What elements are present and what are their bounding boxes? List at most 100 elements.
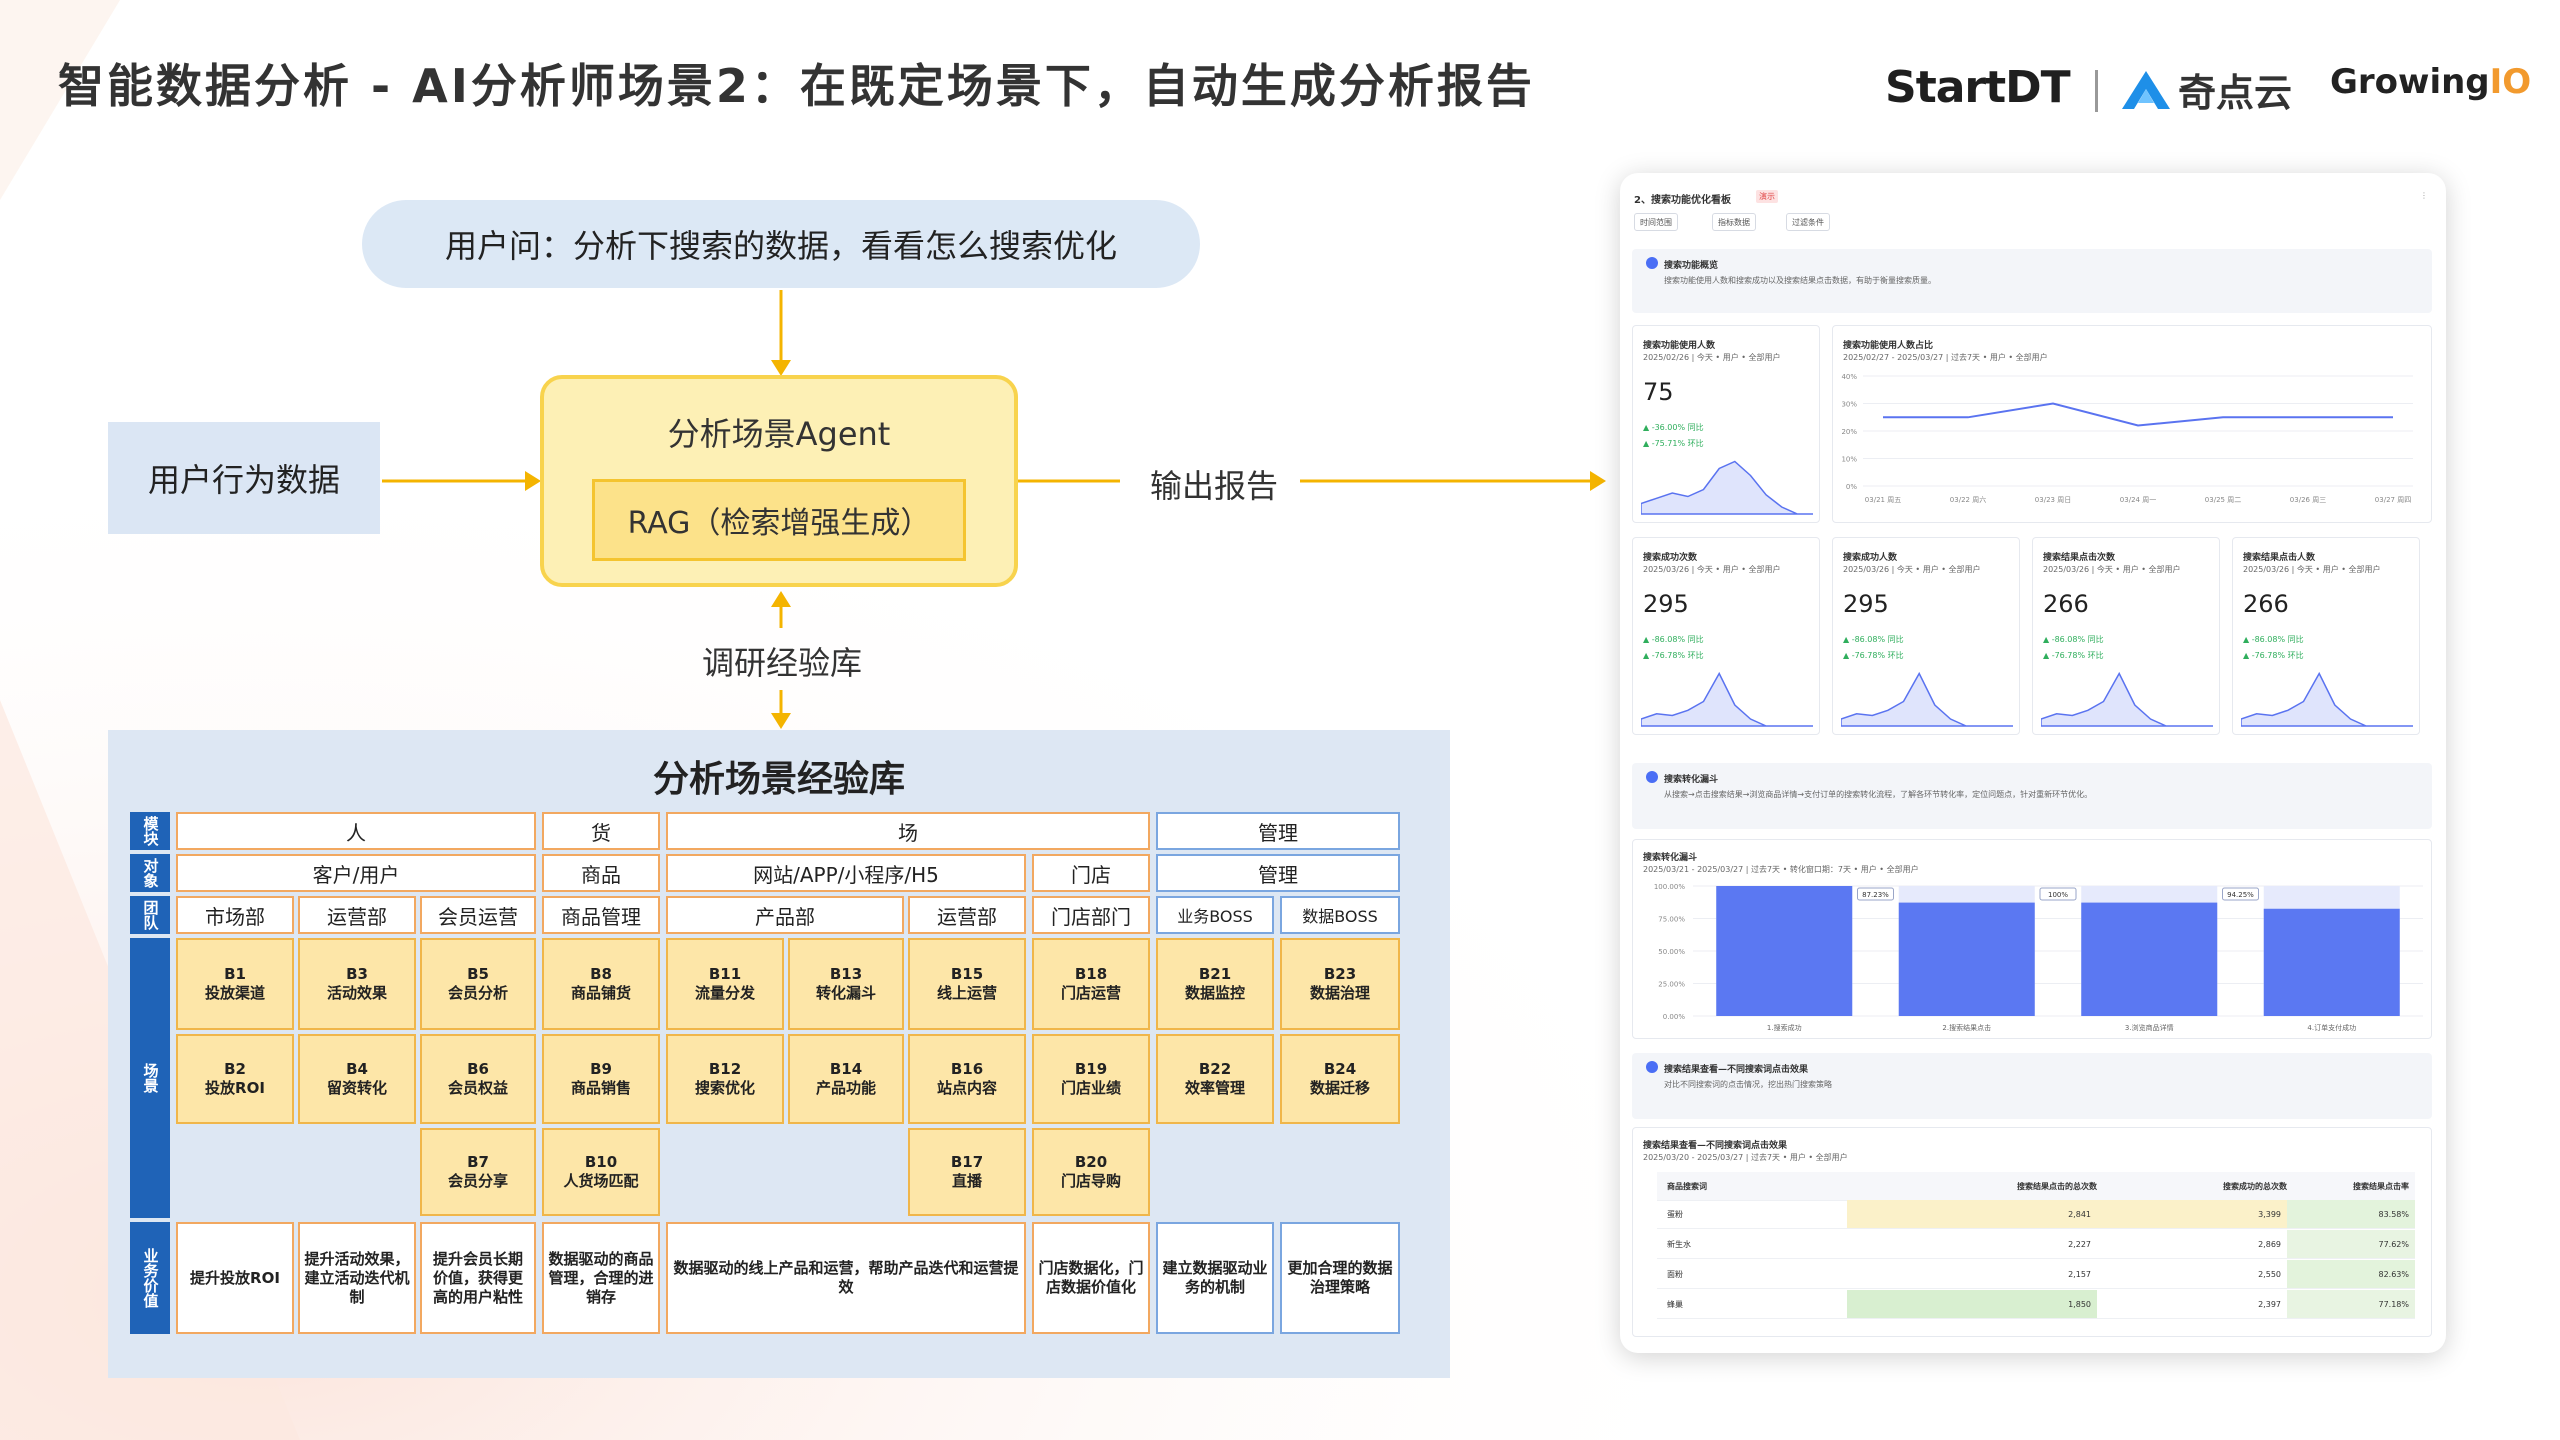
module-goods: 货 — [542, 812, 660, 850]
th-success[interactable]: 搜索成功的总次数 — [2223, 1181, 2287, 1191]
qidianyun-mark-icon — [2122, 70, 2170, 109]
rag-box: RAG（检索增强生成） — [592, 479, 966, 561]
report-dashboard: 2、搜索功能优化看板 演示 ⋮ 时间范围 指标数据 过滤条件 搜索功能概览 搜索… — [1620, 173, 2446, 1353]
object-customer: 客户/用户 — [176, 854, 536, 892]
value-data-boss: 更加合理的数据治理策略 — [1280, 1222, 1400, 1334]
team-product: 产品部 — [666, 896, 904, 934]
step-rate-box — [2039, 887, 2077, 901]
team-operations: 运营部 — [298, 896, 416, 934]
filter-time-range[interactable]: 时间范围 — [1634, 213, 1678, 231]
kpi-sparkline-area — [1641, 671, 1813, 727]
dashboard-menu-icon[interactable]: ⋮ — [2420, 191, 2428, 200]
cell-success: 3,399 — [2097, 1200, 2287, 1228]
kpi-value: 266 — [2243, 590, 2289, 618]
value-online: 数据驱动的线上产品和运营，帮助产品迭代和运营提效 — [666, 1222, 1026, 1334]
cell-success: 2,869 — [2097, 1230, 2287, 1258]
analysis-agent-box: 分析场景Agent RAG（检索增强生成） — [540, 375, 1018, 587]
x-tick-label: 1.搜索成功 — [1767, 1023, 1802, 1032]
library-title: 分析场景经验库 — [652, 759, 905, 800]
section-overview-title: 搜索功能概览 — [1664, 261, 1719, 271]
table-title: 搜索结果查看—不同搜索词点击效果 — [1643, 1141, 1788, 1151]
y-tick-label: 25.00% — [1658, 981, 1685, 989]
y-tick-label: 0% — [1846, 483, 1857, 491]
card-search-users: 搜索功能使用人数 2025/02/26 | 今天 • 用户 • 全部用户 75 … — [1632, 325, 1820, 523]
table-sub: 2025/03/20 - 2025/03/27 | 过去7天 • 用户 • 全部… — [1643, 1153, 1848, 1162]
team-operations-2: 运营部 — [908, 896, 1026, 934]
kpi-delta-yoy: ▲ -86.08% 同比 — [2243, 635, 2304, 644]
x-tick-label: 03/26 周三 — [2290, 496, 2326, 504]
team-merchandise: 商品管理 — [542, 896, 660, 934]
x-tick-label: 3.浏览商品详情 — [2125, 1023, 2174, 1032]
value-business-boss: 建立数据驱动业务的机制 — [1156, 1222, 1274, 1334]
kpi-sparkline — [1641, 671, 1813, 727]
th-ctr[interactable]: 搜索结果点击率 — [2353, 1181, 2409, 1191]
value-merchandise: 数据驱动的商品管理，合理的进销存 — [542, 1222, 660, 1334]
filter-conditions[interactable]: 过滤条件 — [1786, 213, 1830, 231]
cell-ctr: 83.58% — [2287, 1200, 2415, 1228]
kpi-sparkline-area — [1841, 671, 2013, 727]
card-search-terms-table: 搜索结果查看—不同搜索词点击效果 2025/03/20 - 2025/03/27… — [1632, 1127, 2432, 1337]
funnel-bar-chart: 100.00%75.00%50.00%25.00%0.00%1.搜索成功87.2… — [1654, 883, 2423, 1032]
cell-clicks: 2,157 — [1847, 1260, 2097, 1288]
kpi-value: 266 — [2043, 590, 2089, 618]
section-dot-icon — [1646, 257, 1658, 269]
object-product: 商品 — [542, 854, 660, 892]
scenario-library-panel: 分析场景经验库 模块 对象 团队 场景 业务价值 人 货 场 管理 客户/用户 … — [108, 730, 1450, 1378]
card-delta-yoy: ▲ -36.00% 同比 — [1643, 423, 1704, 432]
th-clicks[interactable]: 搜索结果点击的总次数 — [2017, 1181, 2097, 1191]
object-website: 网站/APP/小程序/H5 — [666, 854, 1026, 892]
x-tick-label: 4.订单支付成功 — [2307, 1023, 2356, 1032]
module-management: 管理 — [1156, 812, 1400, 850]
kpi-delta-mom: ▲ -76.78% 环比 — [2243, 651, 2304, 660]
y-tick-label: 75.00% — [1658, 916, 1685, 924]
th-term[interactable]: 商品搜索词 — [1667, 1181, 1707, 1191]
value-member: 提升会员长期价值，获得更高的用户粘性 — [420, 1222, 536, 1334]
step-rate-label: 100% — [2048, 891, 2068, 899]
page-title: 智能数据分析 - AI分析师场景2：在既定场景下，自动生成分析报告 — [58, 59, 1535, 113]
user-question-bubble: 用户问：分析下搜索的数据，看看怎么搜索优化 — [362, 200, 1200, 288]
x-tick-label: 03/25 周二 — [2205, 496, 2241, 504]
value-operations: 提升活动效果，建立活动迭代机制 — [298, 1222, 416, 1334]
x-tick-label: 03/22 周六 — [1950, 495, 1986, 504]
card-funnel: 搜索转化漏斗 2025/03/21 - 2025/03/27 | 过去7天 • … — [1632, 839, 2432, 1039]
research-library-label: 调研经验库 — [702, 644, 863, 682]
kpi-label: 搜索结果点击次数 — [2043, 553, 2116, 563]
step-rate-label: 94.25% — [2227, 891, 2254, 899]
section-funnel-title: 搜索转化漏斗 — [1664, 775, 1719, 785]
kpi-sub: 2025/03/26 | 今天 • 用户 • 全部用户 — [1643, 565, 1781, 574]
row-label-module: 模块 — [130, 812, 170, 850]
x-tick-label: 2.搜索结果点击 — [1942, 1023, 1991, 1032]
kpi-delta-yoy: ▲ -86.08% 同比 — [1843, 635, 1904, 644]
cell-term: 蛋粉 — [1667, 1209, 1683, 1219]
filter-metrics[interactable]: 指标数据 — [1712, 213, 1756, 231]
x-tick-label: 03/24 周一 — [2120, 496, 2156, 504]
agent-title: 分析场景Agent — [667, 415, 891, 453]
output-report-label: 输出报告 — [1150, 467, 1279, 505]
team-business-boss: 业务BOSS — [1156, 896, 1274, 934]
funnel-bar — [1898, 902, 2035, 1016]
y-tick-label: 50.00% — [1658, 948, 1685, 956]
cell-clicks: 1,850 — [1847, 1290, 2097, 1318]
kpi-sparkline — [2241, 671, 2413, 727]
step-rate-box — [2222, 887, 2259, 901]
section-dot-icon — [1646, 1061, 1658, 1073]
cell-clicks: 2,227 — [1847, 1230, 2097, 1258]
